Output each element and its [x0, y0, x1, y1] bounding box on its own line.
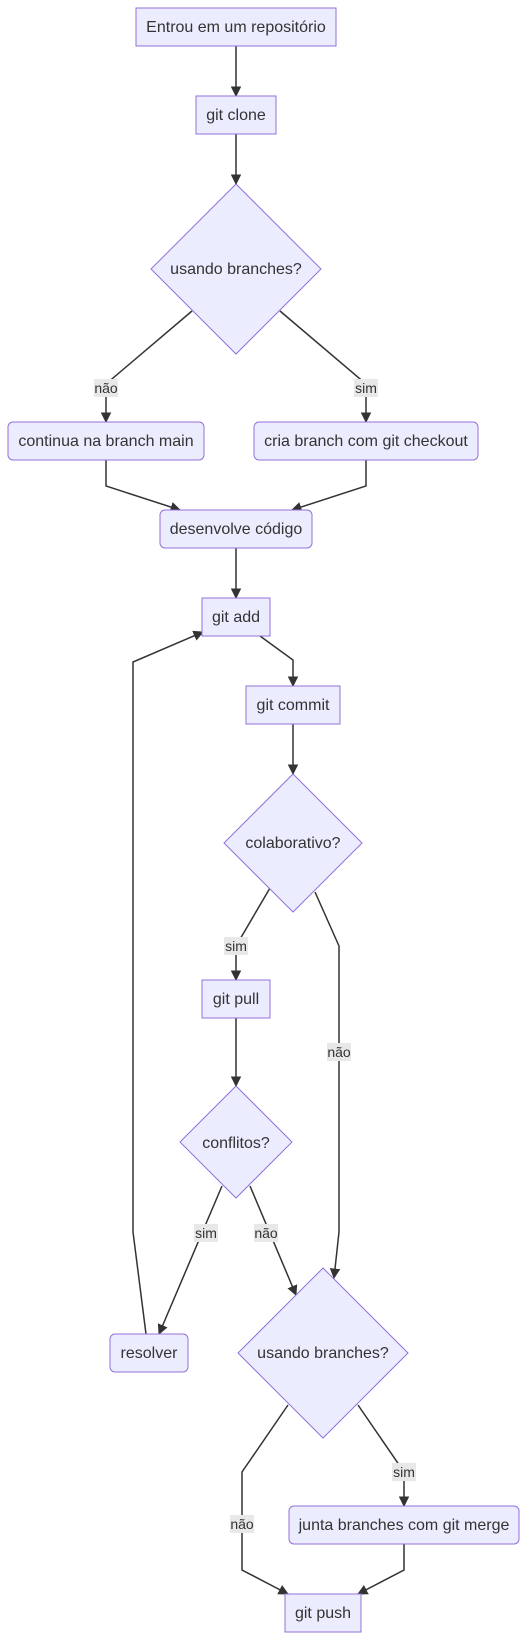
- edge-label-sim-3: sim: [194, 1224, 218, 1242]
- edge-label-nao-1: não: [94, 379, 118, 397]
- nodes: Entrou em um repositório git clone usand…: [7, 7, 520, 1633]
- node-label: Entrou em um repositório: [146, 19, 326, 36]
- edge-label-text: não: [230, 1516, 254, 1532]
- node-label: colaborativo?: [245, 835, 340, 852]
- node-git-pull: git pull: [201, 979, 271, 1019]
- edge-label-nao-2: não: [327, 1043, 351, 1061]
- node-label: git commit: [257, 697, 330, 714]
- edge-label-text: não: [94, 380, 118, 396]
- node-label: usando branches?: [257, 1345, 389, 1362]
- node-label: git pull: [213, 991, 259, 1008]
- node-cria-branch: cria branch com git checkout: [253, 421, 479, 461]
- edge-usando1-cria: [279, 310, 372, 424]
- node-label: git push: [295, 1605, 351, 1622]
- node-label: resolver: [121, 1345, 179, 1362]
- node-label: continua na branch main: [18, 433, 193, 450]
- edge-label-text: não: [254, 1225, 278, 1241]
- node-entrou: Entrou em um repositório: [135, 7, 337, 47]
- node-colaborativo: colaborativo?: [223, 773, 363, 913]
- edge-labels: não sim sim não sim não sim não: [94, 379, 416, 1533]
- edge-label-text: sim: [225, 938, 247, 954]
- node-usando-branches-2: usando branches?: [237, 1267, 409, 1439]
- node-label: junta branches com git merge: [298, 1517, 510, 1534]
- node-desenvolve: desenvolve código: [159, 509, 313, 549]
- edge-label-text: sim: [195, 1225, 217, 1241]
- edge-colaborativo-pull: [230, 887, 271, 982]
- edge-cria-desenvolve: [291, 460, 367, 513]
- edge-colaborativo-usando2: [314, 891, 341, 1280]
- edge-continua-desenvolve: [105, 460, 181, 513]
- node-continua-main: continua na branch main: [7, 421, 205, 461]
- edge-merge-push: [357, 1544, 405, 1595]
- node-git-merge: junta branches com git merge: [288, 1505, 520, 1545]
- edge-label-sim-4: sim: [392, 1463, 416, 1481]
- node-label: usando branches?: [170, 261, 302, 278]
- node-git-add: git add: [201, 597, 271, 637]
- node-git-clone: git clone: [195, 95, 277, 135]
- edge-conflitos-resolver: [157, 1185, 223, 1335]
- node-git-push: git push: [284, 1593, 362, 1633]
- edge-resolver-add: [132, 630, 204, 1335]
- edge-add-commit: [259, 635, 299, 688]
- edge-label-sim-2: sim: [224, 937, 248, 955]
- node-conflitos: conflitos?: [179, 1085, 293, 1199]
- node-usando-branches-1: usando branches?: [150, 183, 322, 355]
- node-resolver: resolver: [109, 1333, 189, 1373]
- node-git-commit: git commit: [245, 685, 341, 725]
- edge-usando1-continua: [100, 310, 193, 424]
- edge-label-sim-1: sim: [354, 379, 378, 397]
- node-label: conflitos?: [202, 1135, 270, 1152]
- edge-usando2-merge: [357, 1404, 410, 1508]
- edge-label-text: não: [327, 1044, 351, 1060]
- edge-label-nao-4: não: [230, 1515, 254, 1533]
- edge-label-text: sim: [355, 380, 377, 396]
- node-label: cria branch com git checkout: [264, 433, 468, 450]
- edge-usando2-push: [241, 1404, 289, 1595]
- node-label: git clone: [206, 107, 266, 124]
- node-label: git add: [212, 609, 260, 626]
- node-label: desenvolve código: [170, 521, 303, 538]
- edge-label-text: sim: [393, 1464, 415, 1480]
- edge-label-nao-3: não: [254, 1224, 278, 1242]
